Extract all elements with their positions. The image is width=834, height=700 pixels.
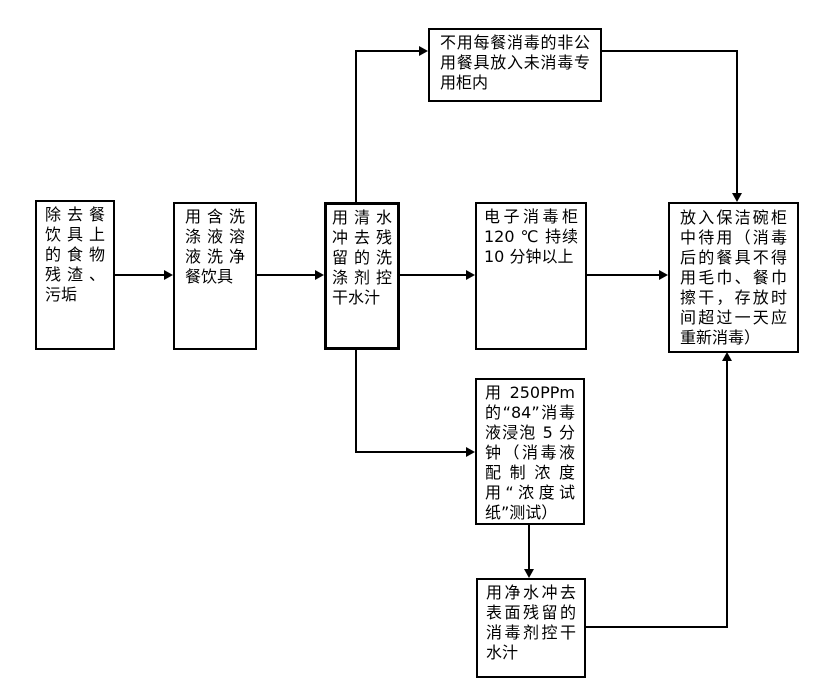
connector-rinse-soak-hline <box>355 451 466 453</box>
node-soak-84-disinfectant: 用 250PPm 的“84”消毒液浸泡 5 分钟（消毒液配制浓度用“浓度试纸”测… <box>475 378 585 525</box>
connector-nonpublic-store-vline <box>736 50 738 193</box>
node-rinse-detergent: 用清水冲去残留的洗涤剂控干水汁 <box>324 202 400 350</box>
connector-final-store-hline <box>586 626 728 628</box>
arrowhead-rinse-electronic-icon <box>466 270 475 280</box>
node-remove-residue: 除去餐饮具上的食物残渣、污垢 <box>35 200 115 350</box>
arrowhead-rinse-soak-icon <box>466 447 475 457</box>
arrowhead-soak-final-icon <box>524 569 534 578</box>
connector-rinse-electronic-line <box>400 274 466 276</box>
connector-rinse-soak-vline <box>355 350 357 453</box>
node-electronic-disinfect: 电子消毒柜 120 ℃ 持续 10 分钟以上 <box>475 202 587 350</box>
connector-final-store-vline <box>726 361 728 628</box>
arrowhead-final-store-icon <box>722 352 732 361</box>
connector-electronic-store-line <box>587 274 659 276</box>
connector-rinse-nonpublic-hline <box>355 50 419 52</box>
connector-rinse-nonpublic-vline <box>355 50 357 202</box>
arrowhead-rinse-nonpublic-icon <box>419 46 428 56</box>
connector-nonpublic-store-hline <box>602 50 738 52</box>
arrowhead-electronic-store-icon <box>659 270 668 280</box>
node-store-clean-cabinet: 放入保洁碗柜中待用（消毒后的餐具不得用毛巾、餐巾擦干，存放时间超过一天应重新消毒… <box>668 202 799 353</box>
node-wash-detergent: 用含洗涤液溶液洗净餐饮具 <box>173 202 257 350</box>
arrowhead-nonpublic-store-icon <box>732 193 742 202</box>
connector-wash-rinse-line <box>257 274 315 276</box>
node-non-daily-utensils: 不用每餐消毒的非公用餐具放入未消毒专用柜内 <box>428 28 602 102</box>
arrowhead-wash-rinse-icon <box>315 270 324 280</box>
connector-remove-wash-line <box>115 274 166 276</box>
node-final-water-rinse: 用净水冲去表面残留的消毒剂控干水汁 <box>476 578 586 678</box>
connector-soak-final-vline <box>528 525 530 569</box>
arrowhead-remove-wash-icon <box>164 270 173 280</box>
